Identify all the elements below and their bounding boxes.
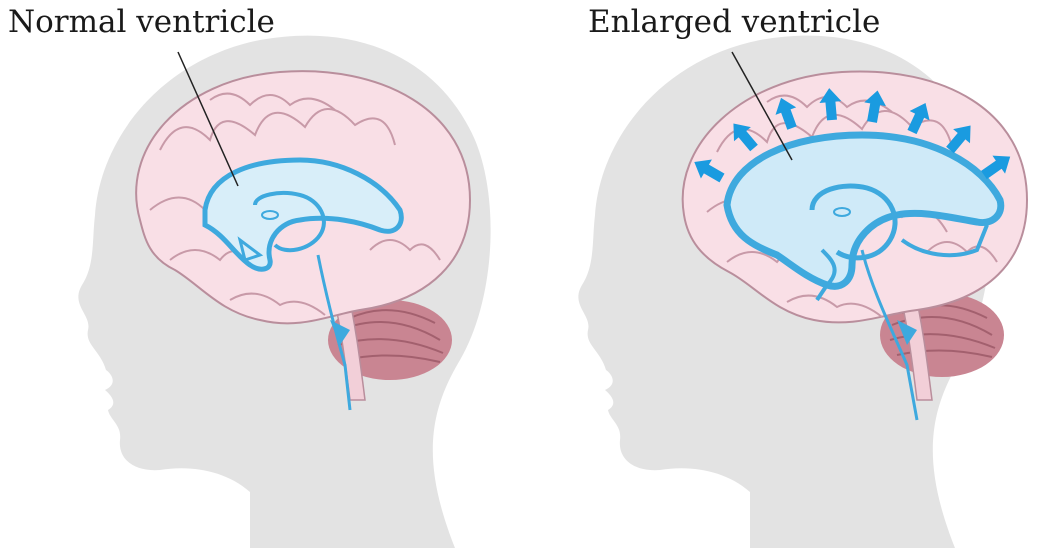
- enlarged-brain-panel: [522, 0, 1045, 548]
- normal-brain-panel: [0, 0, 523, 548]
